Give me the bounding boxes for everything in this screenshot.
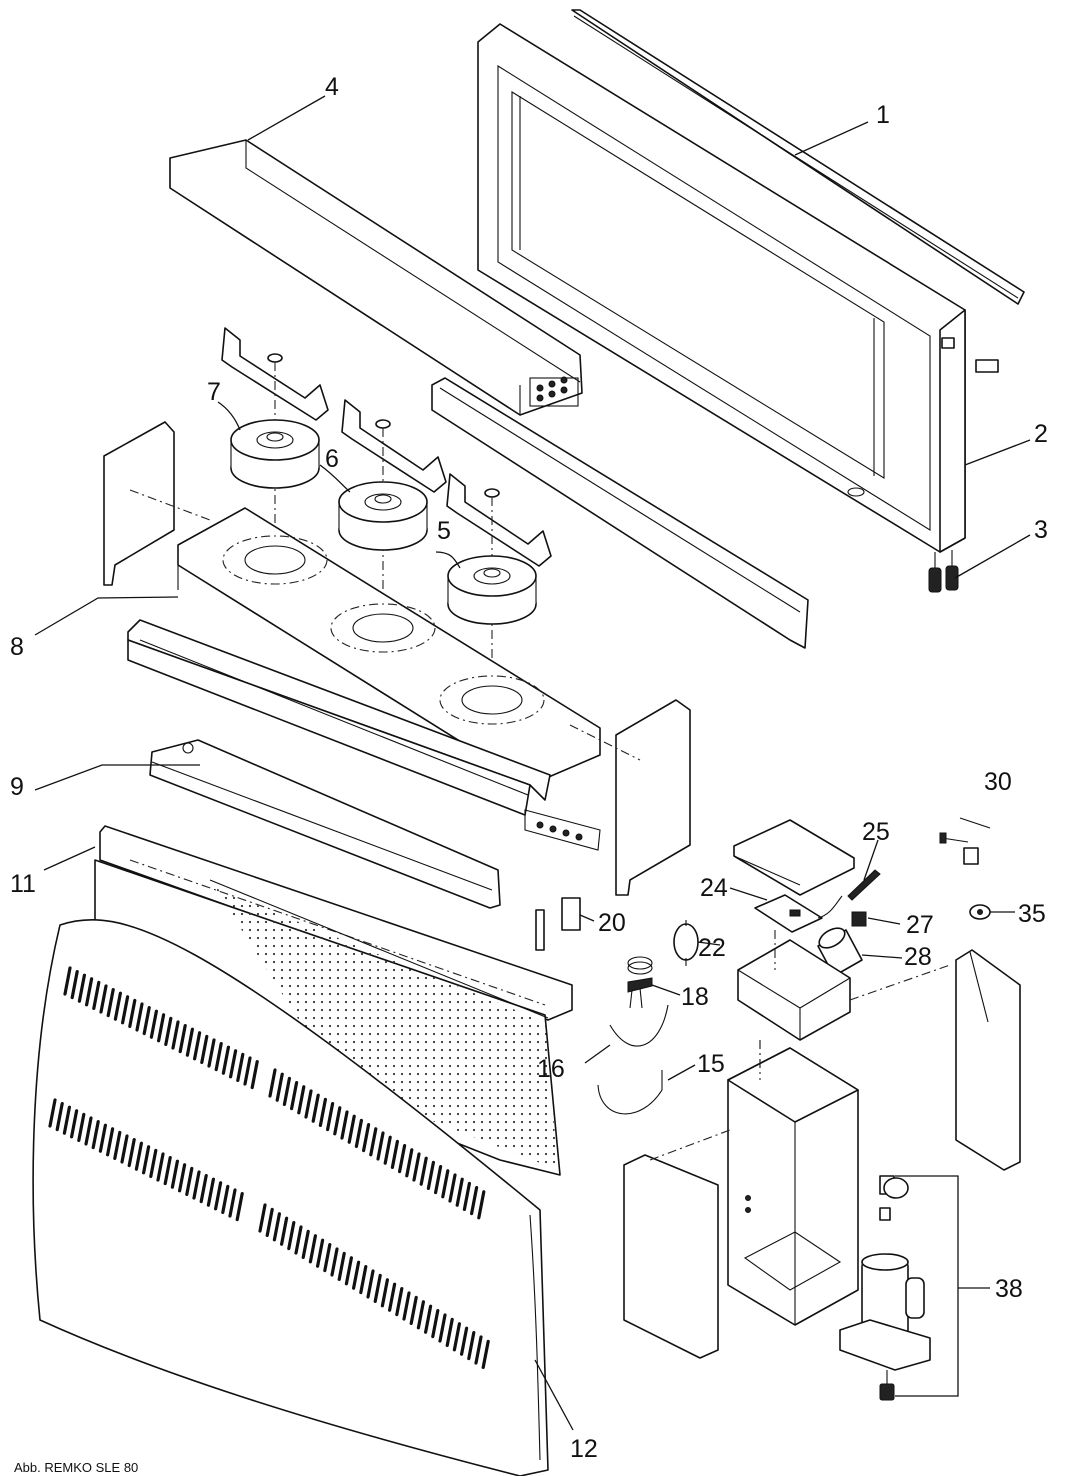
callout-3: 3 xyxy=(1034,516,1048,544)
part-16-pipe xyxy=(609,1004,669,1047)
callout-7: 7 xyxy=(207,378,221,406)
part-22-filter-dryer xyxy=(673,920,699,966)
callout-38: 38 xyxy=(995,1275,1023,1303)
callout-18: 18 xyxy=(681,983,709,1011)
control-box-lid xyxy=(733,819,855,896)
callout-16: 16 xyxy=(537,1055,565,1083)
callout-24: 24 xyxy=(700,874,728,902)
part-18-valve xyxy=(627,956,653,1009)
part-12-front-cover xyxy=(32,918,549,1476)
figure-caption: Abb. REMKO SLE 80 xyxy=(14,1460,139,1475)
channel-rail xyxy=(431,377,809,649)
part-25-connector xyxy=(847,869,881,901)
callout-5: 5 xyxy=(437,517,451,545)
callout-6: 6 xyxy=(325,445,339,473)
callout-15: 15 xyxy=(697,1050,725,1078)
fan-5 xyxy=(447,555,537,625)
callout-9: 9 xyxy=(10,773,24,801)
callout-25: 25 xyxy=(862,818,890,846)
left-access-panel xyxy=(623,1129,731,1359)
part-2-main-frame xyxy=(477,23,999,553)
callout-4: 4 xyxy=(325,73,339,101)
fan-7 xyxy=(230,419,320,489)
callout-22: 22 xyxy=(698,934,726,962)
control-box xyxy=(737,939,851,1041)
left-side-plate xyxy=(103,421,211,586)
part-38-compressor xyxy=(839,1175,931,1401)
callout-12: 12 xyxy=(570,1435,598,1463)
part-35-knob xyxy=(969,904,991,920)
assembly-axes xyxy=(759,930,776,1070)
part-9-condensate-tray xyxy=(149,739,601,909)
callout-27: 27 xyxy=(906,911,934,939)
fan-6 xyxy=(338,481,428,551)
part-20-sensor xyxy=(535,897,581,951)
right-side-plate xyxy=(569,699,691,896)
callout-2: 2 xyxy=(1034,420,1048,448)
part-1-top-rail xyxy=(571,9,1025,305)
callout-30: 30 xyxy=(984,768,1012,796)
callout-1: 1 xyxy=(876,101,890,129)
leader-lines xyxy=(34,95,1031,1431)
callout-35: 35 xyxy=(1018,900,1046,928)
right-access-panel xyxy=(849,949,1021,1171)
callout-20: 20 xyxy=(598,909,626,937)
part-3-feet xyxy=(928,550,959,593)
filter-perforation xyxy=(215,888,558,1170)
callout-11: 11 xyxy=(10,870,36,898)
part-4-duct xyxy=(169,139,583,416)
part-15-pipe xyxy=(597,1070,663,1115)
part-27-terminal xyxy=(851,911,867,927)
part-30-switch xyxy=(939,817,991,865)
part-8-fan-housing xyxy=(127,507,601,816)
callout-28: 28 xyxy=(904,943,932,971)
compressor-chassis xyxy=(727,1040,859,1326)
callout-8: 8 xyxy=(10,633,24,661)
cover-vents xyxy=(48,966,490,1370)
fan-brackets xyxy=(221,327,552,700)
part-24-circuit-board xyxy=(754,894,843,933)
